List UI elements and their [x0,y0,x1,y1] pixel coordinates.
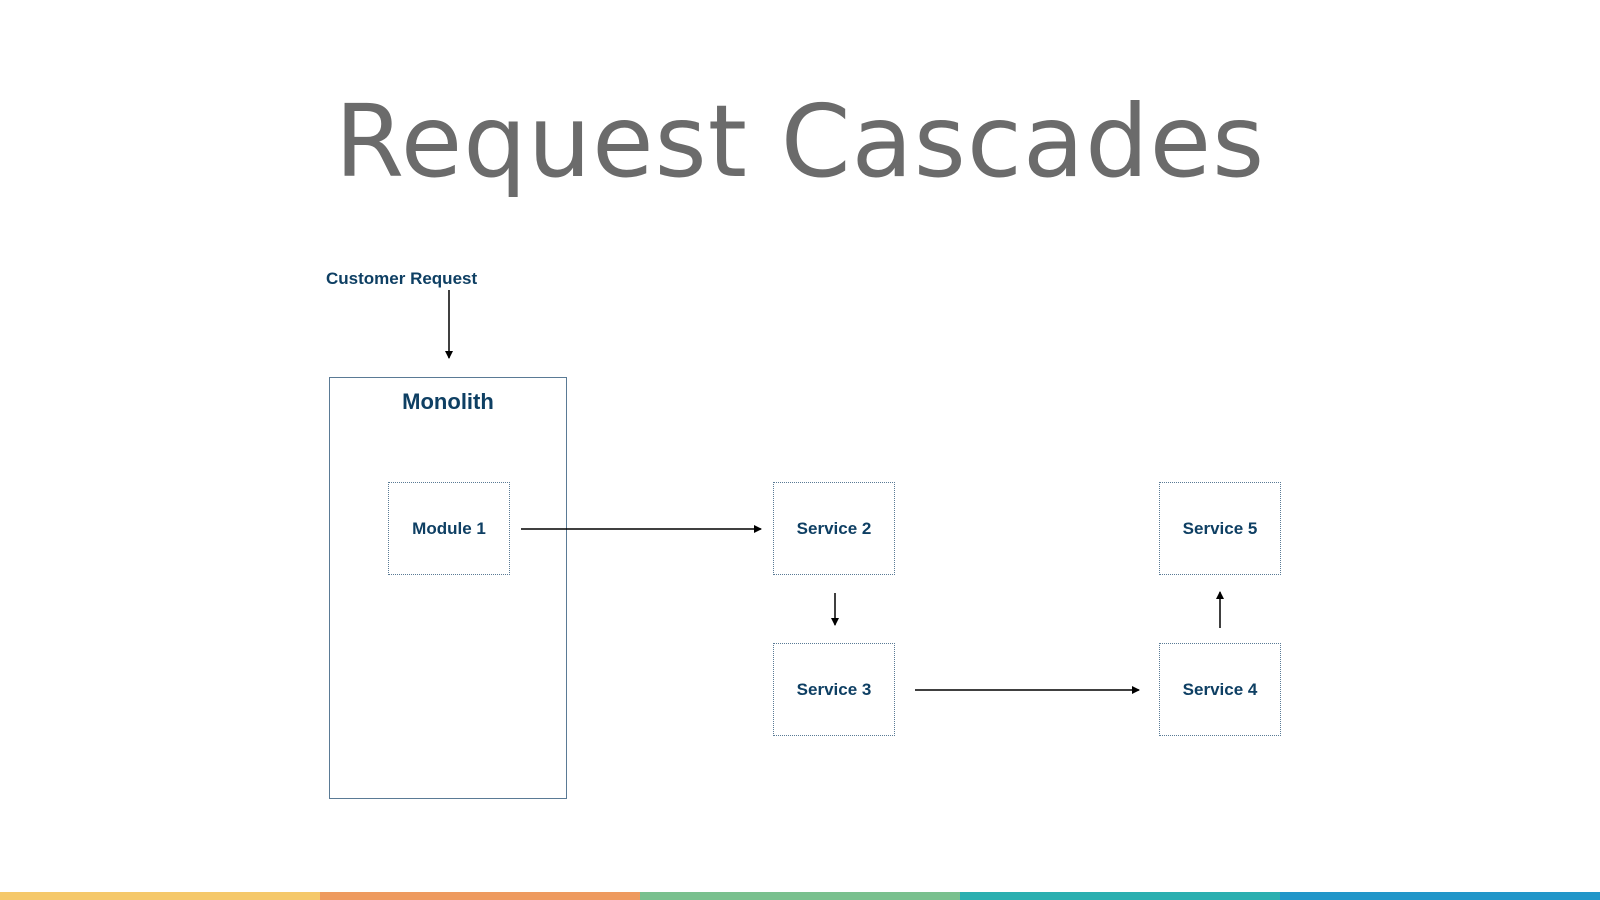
stripe-1 [0,892,320,900]
monolith-title: Monolith [402,389,494,414]
stripe-4 [960,892,1280,900]
stripe-2 [320,892,640,900]
stripe-3 [640,892,960,900]
service-2-label: Service 2 [796,518,872,538]
page-title: Request Cascades [334,83,1266,200]
service-5-node: Service 5 [1159,482,1281,575]
service-3-label: Service 3 [796,679,872,699]
customer-request-label: Customer Request [326,269,478,288]
service-4-node: Service 4 [1159,643,1281,736]
module-1-node: Module 1 [388,482,510,575]
service-5-label: Service 5 [1182,518,1258,538]
service-3-node: Service 3 [773,643,895,736]
service-4-label: Service 4 [1182,679,1258,699]
module-1-label: Module 1 [412,518,486,538]
footer-color-stripe [0,892,1600,900]
service-2-node: Service 2 [773,482,895,575]
stripe-5 [1280,892,1600,900]
monolith-container: Monolith [329,377,567,799]
